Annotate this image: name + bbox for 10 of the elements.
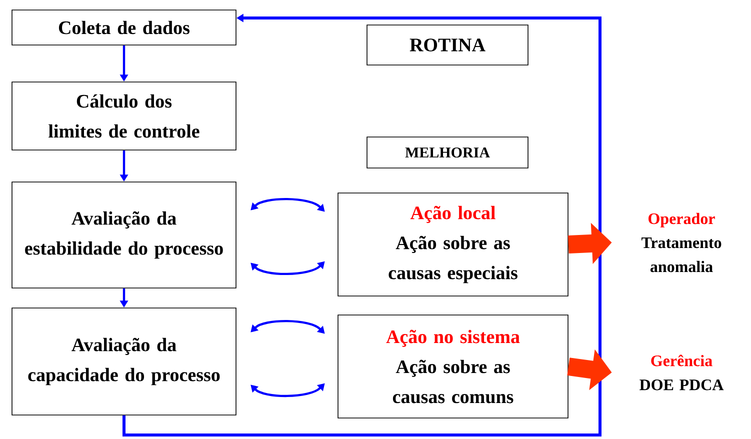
section-box: ROTINA [366, 24, 528, 66]
role-text: Gerência DOE PDCA [640, 354, 724, 390]
section-box: MELHORIA [366, 136, 528, 168]
process-box: Cálculo dos limites de controle [12, 82, 236, 150]
process-box: Avaliação da capacidade do processo [12, 308, 236, 416]
process-box: Coleta de dados [12, 10, 236, 46]
role-text: Operador Tratamento anomalia [641, 212, 722, 272]
process-box: Avaliação da estabilidade do processo [12, 182, 236, 288]
action-box: Ação local Ação sobre as causas especiais [338, 192, 568, 296]
action-box: Ação no sistema Ação sobre as causas comuns [338, 314, 568, 418]
